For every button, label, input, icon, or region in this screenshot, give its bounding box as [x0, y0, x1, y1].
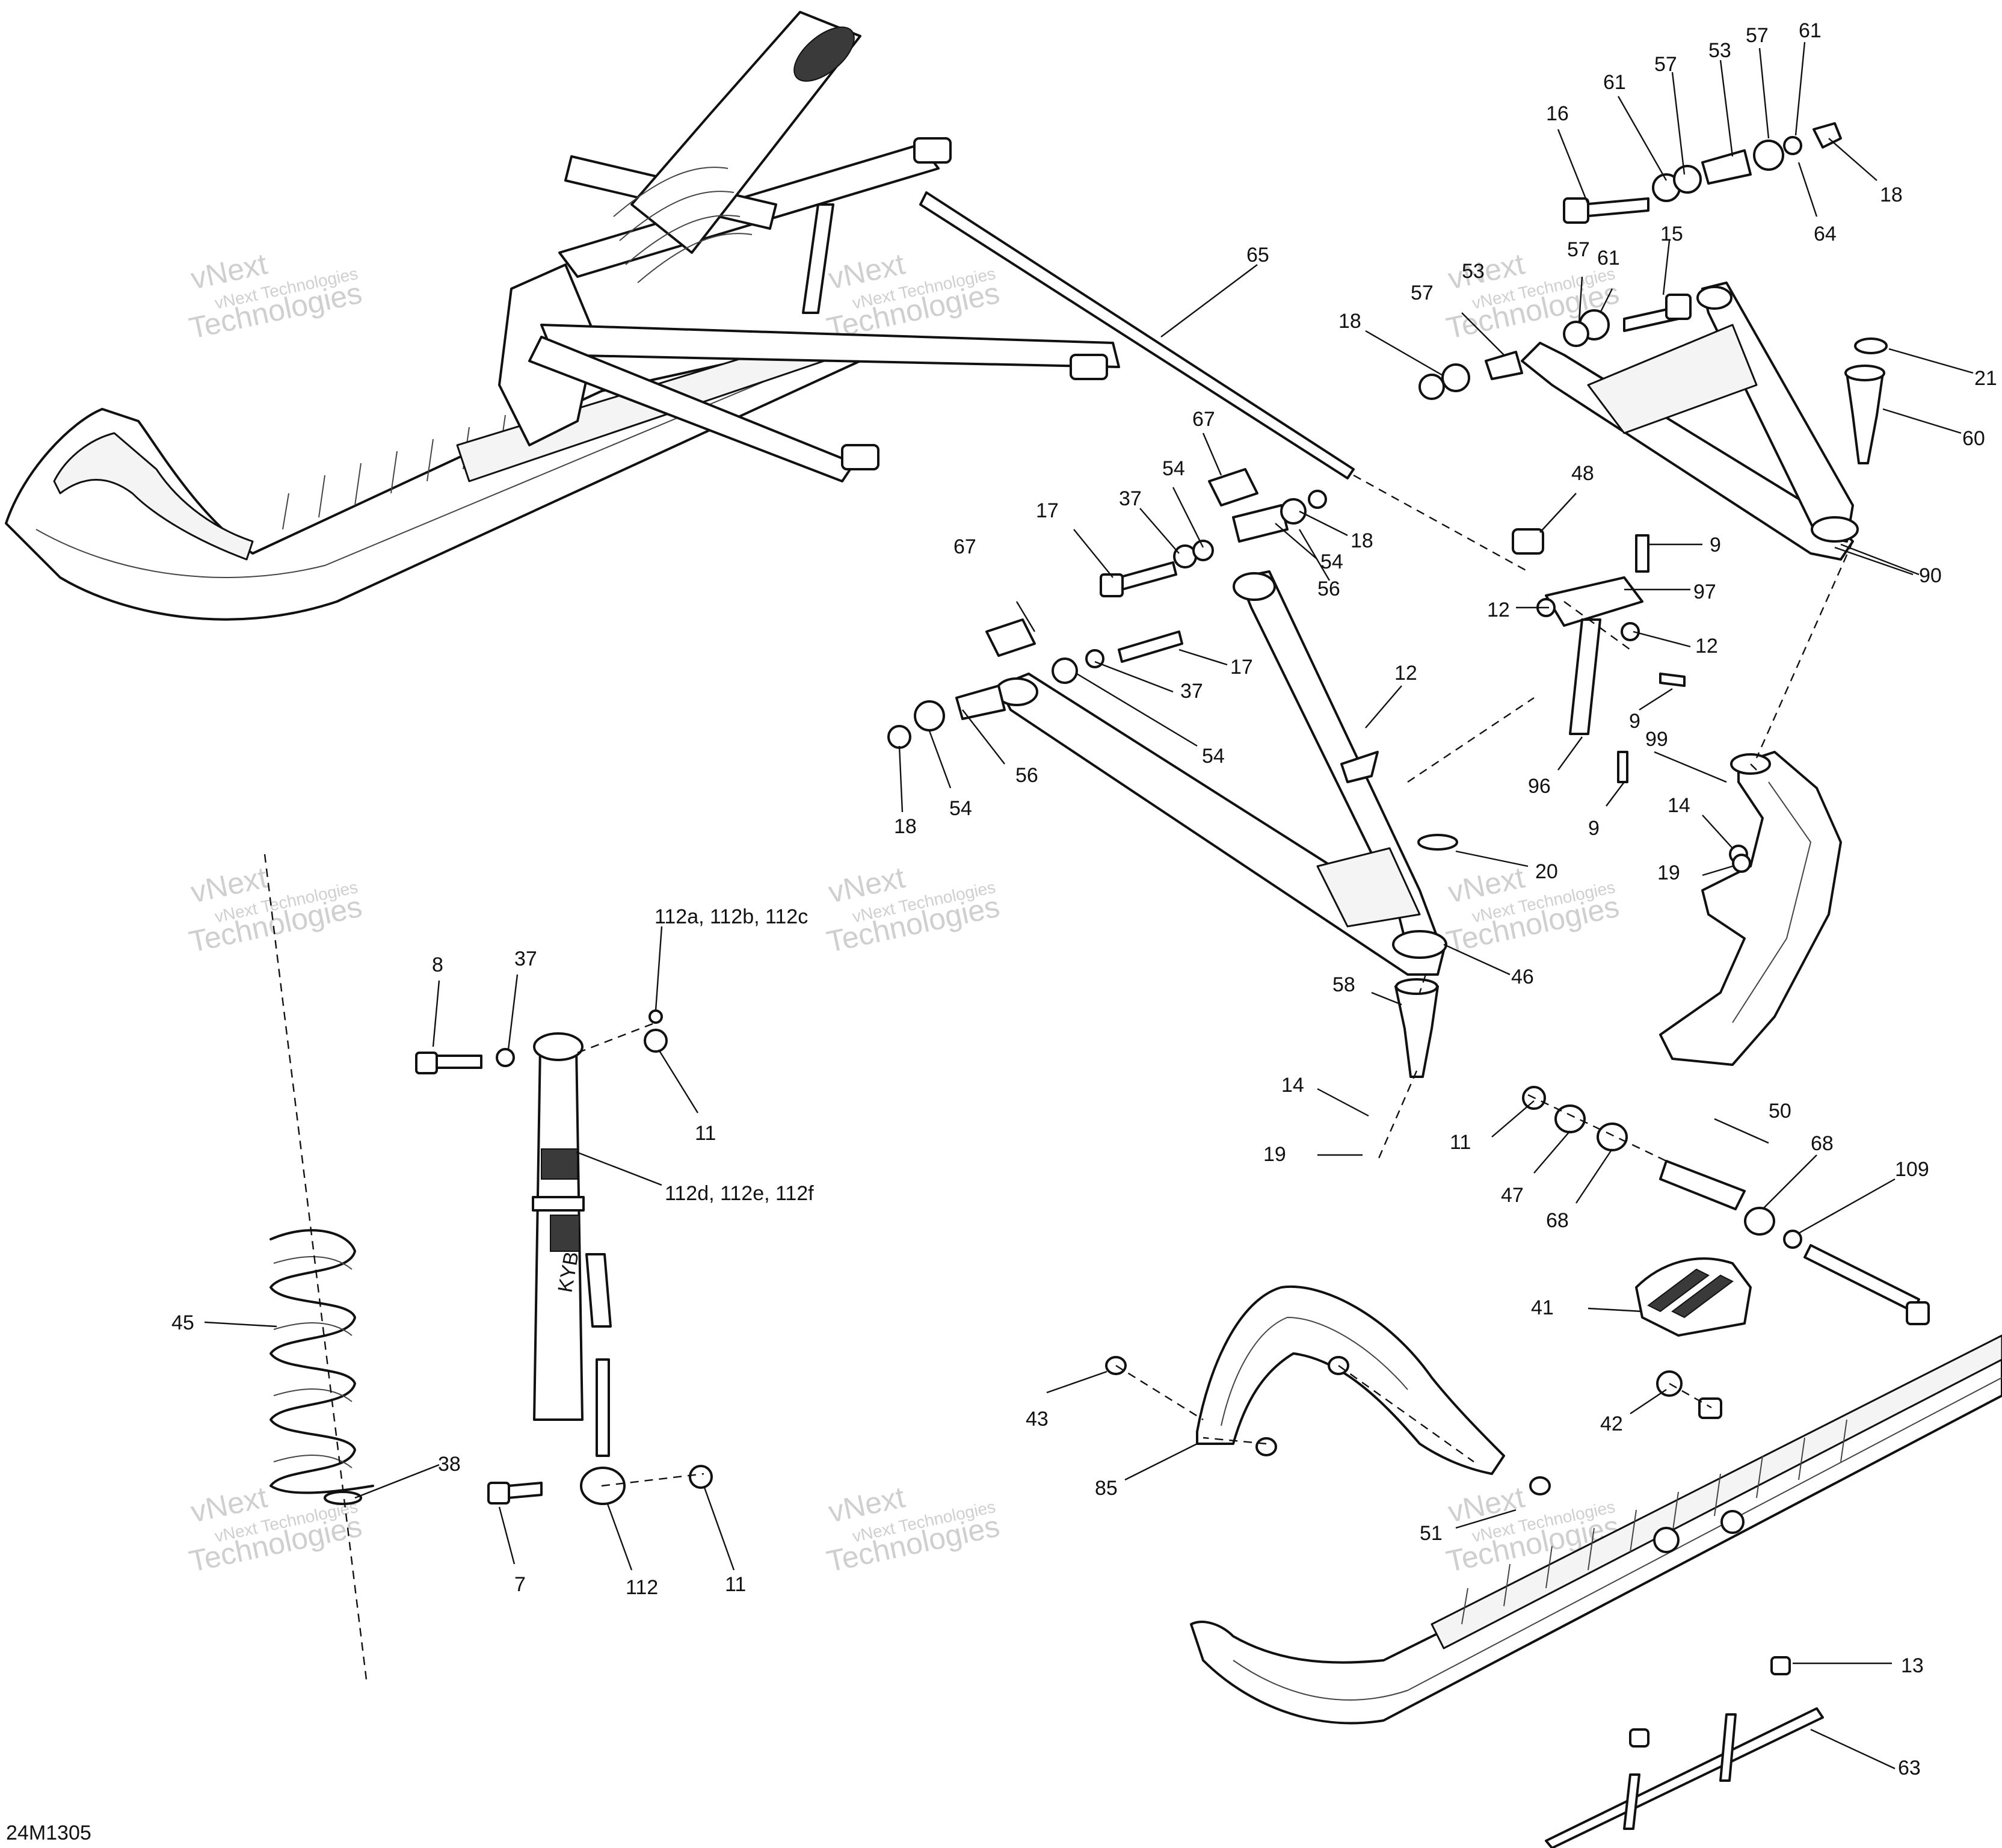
runner-illustration: [1545, 1656, 1824, 1848]
callout-37: 37: [514, 947, 537, 970]
callout-63: 63: [1898, 1757, 1921, 1779]
callout-18: 18: [894, 815, 917, 838]
callout-68: 68: [1811, 1132, 1834, 1155]
callout-85: 85: [1095, 1477, 1118, 1500]
callout-53: 53: [1462, 260, 1485, 283]
callout-47: 47: [1501, 1184, 1524, 1207]
callout-12: 12: [1487, 599, 1510, 621]
callout-57: 57: [1654, 53, 1677, 76]
callout-11: 11: [695, 1122, 716, 1145]
callout-57: 57: [1411, 282, 1434, 304]
callout-51: 51: [1420, 1522, 1443, 1545]
callout-43: 43: [1026, 1408, 1049, 1431]
callout-18: 18: [1351, 529, 1373, 552]
callout-112d-112e-112f: 112d, 112e, 112f: [665, 1182, 814, 1205]
callout-20: 20: [1535, 860, 1558, 883]
callout-41: 41: [1531, 1296, 1554, 1319]
callout-leader-lines: [204, 42, 1974, 1770]
callout-54: 54: [1202, 745, 1225, 768]
watermark: vNext vNext Technologies Technologies: [186, 247, 365, 345]
assembled-suspension-illustration: [5, 11, 1355, 621]
ski-pivot-hardware-illustration: [1522, 1086, 1930, 1325]
callout-19: 19: [1657, 861, 1680, 884]
watermark: vNext vNext Technologies Technologies: [824, 860, 1002, 959]
callout-54: 54: [1320, 550, 1343, 573]
callout-14: 14: [1668, 794, 1690, 817]
callout-57: 57: [1567, 238, 1590, 261]
callout-9: 9: [1629, 710, 1640, 733]
callout-11: 11: [1450, 1131, 1471, 1154]
callout-18: 18: [1338, 310, 1361, 333]
callout-12: 12: [1394, 662, 1417, 685]
callout-19: 19: [1263, 1143, 1286, 1166]
callout-61: 61: [1597, 247, 1620, 270]
upper-a-arm-illustration: [1521, 282, 1888, 561]
watermark: vNext vNext Technologies Technologies: [824, 247, 1002, 345]
callout-67: 67: [953, 535, 976, 558]
callout-56: 56: [1015, 764, 1038, 787]
callout-37: 37: [1180, 680, 1203, 703]
upper-hardware-illustration: [1418, 122, 1842, 400]
callout-46: 46: [1511, 966, 1534, 988]
shock-absorber-illustration: KYB: [415, 1009, 713, 1505]
watermark: vNext vNext Technologies Technologies: [1443, 860, 1622, 959]
callout-17: 17: [1036, 499, 1059, 522]
callout-97: 97: [1693, 581, 1716, 603]
ski-illustration: [1190, 1334, 2002, 1725]
callout-112a-112b-112c: 112a, 112b, 112c: [654, 905, 808, 928]
callout-16: 16: [1546, 102, 1569, 125]
callout-9: 9: [1588, 817, 1600, 840]
diagram-code: 24M1305: [6, 1822, 91, 1844]
callout-labels: 16 61 57 53 57 61 18 64 15 57 53 57 61 1…: [171, 19, 1997, 1779]
callout-37: 37: [1119, 487, 1142, 510]
spindle-illustration: [1659, 751, 1842, 1066]
callout-15: 15: [1660, 223, 1683, 245]
callout-54: 54: [1162, 457, 1185, 480]
callout-61: 61: [1603, 71, 1626, 94]
callout-9: 9: [1710, 534, 1721, 556]
callout-61: 61: [1799, 19, 1822, 42]
callout-38: 38: [438, 1453, 461, 1476]
callout-99: 99: [1645, 728, 1668, 751]
callout-17: 17: [1230, 656, 1253, 679]
callout-50: 50: [1769, 1100, 1791, 1123]
callout-109: 109: [1895, 1158, 1929, 1181]
callout-90: 90: [1919, 564, 1942, 587]
callout-11: 11: [725, 1573, 746, 1596]
callout-21: 21: [1974, 367, 1997, 390]
callout-112: 112: [626, 1576, 658, 1599]
callout-58: 58: [1332, 973, 1355, 996]
callout-7: 7: [514, 1573, 526, 1596]
watermark: vNext vNext Technologies Technologies: [824, 1480, 1002, 1578]
callout-12: 12: [1695, 635, 1718, 658]
callout-53: 53: [1708, 39, 1731, 62]
callout-13: 13: [1901, 1654, 1924, 1677]
callout-8: 8: [432, 953, 443, 976]
callout-67: 67: [1192, 408, 1215, 431]
assembly-leader-lines: [263, 474, 1854, 1685]
lower-a-arm-illustration: [995, 570, 1458, 1078]
callout-96: 96: [1528, 775, 1551, 798]
callout-65: 65: [1246, 244, 1269, 266]
callout-54: 54: [949, 797, 972, 820]
callout-57: 57: [1746, 24, 1769, 47]
callout-64: 64: [1814, 223, 1837, 245]
callout-48: 48: [1571, 462, 1594, 485]
callout-18: 18: [1880, 183, 1903, 206]
callout-68: 68: [1546, 1209, 1569, 1232]
callout-14: 14: [1281, 1074, 1304, 1097]
coil-spring-illustration: [270, 1229, 374, 1505]
callout-60: 60: [1962, 427, 1985, 450]
wear-pad-illustration: [1635, 1257, 1752, 1419]
ski-handle-illustration: [1105, 1285, 1551, 1495]
callout-45: 45: [171, 1311, 194, 1334]
lower-hardware-illustration: [887, 468, 1327, 749]
callout-56: 56: [1317, 578, 1340, 600]
callout-42: 42: [1600, 1412, 1623, 1435]
